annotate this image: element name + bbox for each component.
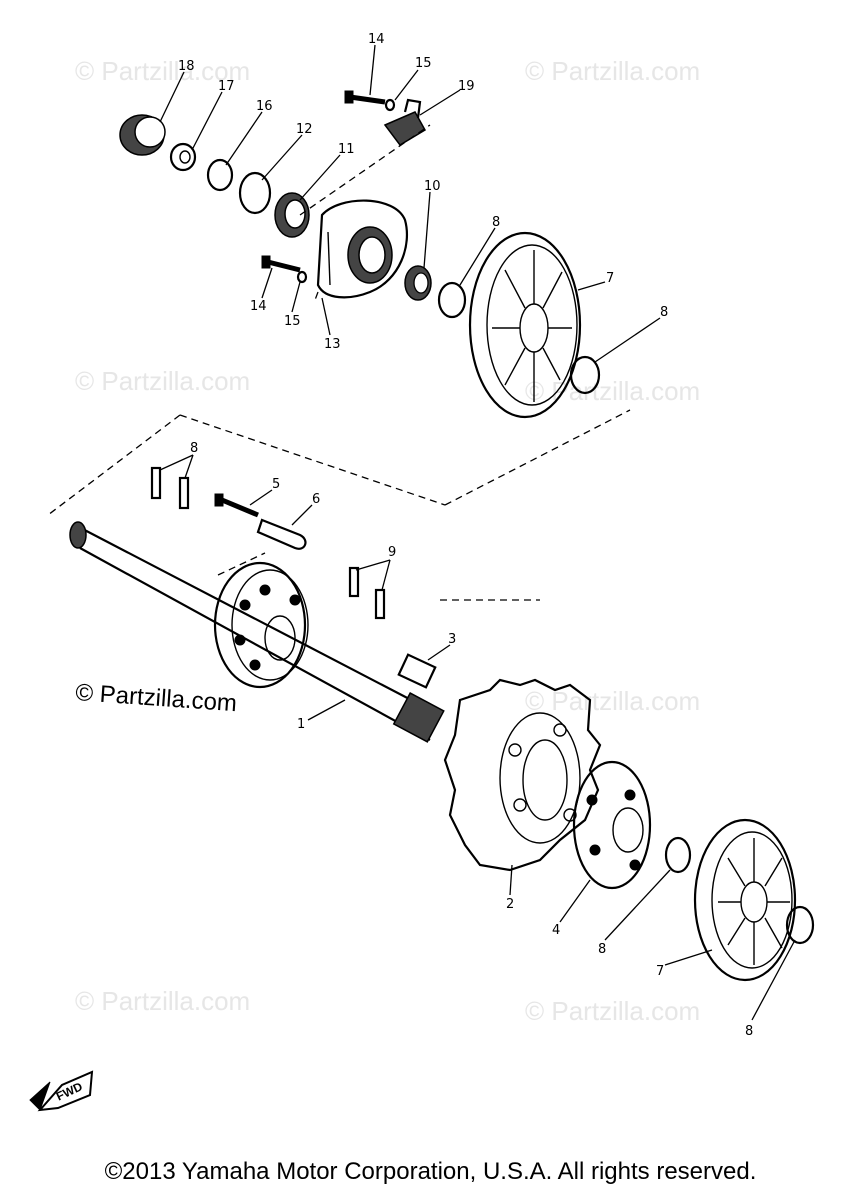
callout-12: 12 [296,122,313,137]
watermark: © Partzilla.com [525,56,700,86]
callout-15: 15 [284,314,301,329]
bearing-housing-part-13 [316,199,409,299]
callout-8: 8 [598,942,606,957]
assembly-line [299,124,431,216]
callout-10: 10 [424,179,441,194]
watermark: © Partzilla.com [75,366,250,396]
callout-15: 15 [415,56,432,71]
callout-18: 18 [178,59,195,74]
drive-shaft-part-1 [69,521,445,743]
callout-8: 8 [660,305,668,320]
key-part-8 [150,466,162,500]
washer-part-15-upper [384,98,396,112]
bearing-part-10 [404,265,432,301]
callout-16: 16 [256,99,273,114]
bolt-part-5 [214,493,259,518]
callout-2: 2 [506,897,514,912]
assembly-line [47,409,631,516]
key-part-8 [178,476,190,510]
key-part-9 [348,566,360,598]
callout-4: 4 [552,923,560,938]
watermark: © Partzilla.com [525,996,700,1026]
fwd-arrow-icon: FWD [29,1070,94,1112]
bolt-part-14-lower [261,255,301,273]
callout-1: 1 [297,717,305,732]
plate-part-4 [572,760,652,890]
callout-7: 7 [606,271,614,286]
collar-part-3 [397,653,437,689]
callout-8: 8 [190,441,198,456]
leader-lines [159,44,796,1021]
washer-part-8 [664,836,692,874]
assembly-line [217,552,266,576]
washer-part-8 [785,905,815,945]
washer-part-16 [206,158,234,192]
callout-5: 5 [272,477,280,492]
callout-19: 19 [458,79,475,94]
copyright-notice: ©2013 Yamaha Motor Corporation, U.S.A. A… [104,1158,757,1185]
washer-part-15-lower [296,270,308,284]
callout-6: 6 [312,492,320,507]
callout-8: 8 [745,1024,753,1039]
circlip-part-12 [238,171,272,215]
callout-17: 17 [218,79,235,94]
bracket-part-19 [383,98,427,146]
watermark: © Partzilla.com [525,376,700,406]
callout-13: 13 [324,337,341,352]
bolt-part-14-upper [344,90,386,105]
callout-7: 7 [656,964,664,979]
link-part-6 [256,518,307,550]
key-part-9 [374,588,386,620]
washer-part-8 [437,281,467,319]
callout-9: 9 [388,545,396,560]
bearing-part-11 [274,192,310,238]
drive-flange [213,561,309,689]
callout-11: 11 [338,142,355,157]
assembly-line [314,291,319,301]
idler-wheel-part-7 [468,231,582,419]
callout-14: 14 [250,299,267,314]
callout-14: 14 [368,32,385,47]
idler-wheel-part-7 [693,818,797,982]
watermark: © Partzilla.com [75,986,250,1016]
callout-8: 8 [492,215,500,230]
callout-3: 3 [448,632,456,647]
washer-part-17 [169,142,197,172]
watermark: © Partzilla.com [75,56,250,86]
washer-part-8 [569,355,601,395]
sprocket-part-2 [443,678,602,872]
watermark-strong: © Partzilla.com [75,679,238,717]
lock-nut-part-18 [119,114,166,156]
watermark: © Partzilla.com [525,686,700,716]
